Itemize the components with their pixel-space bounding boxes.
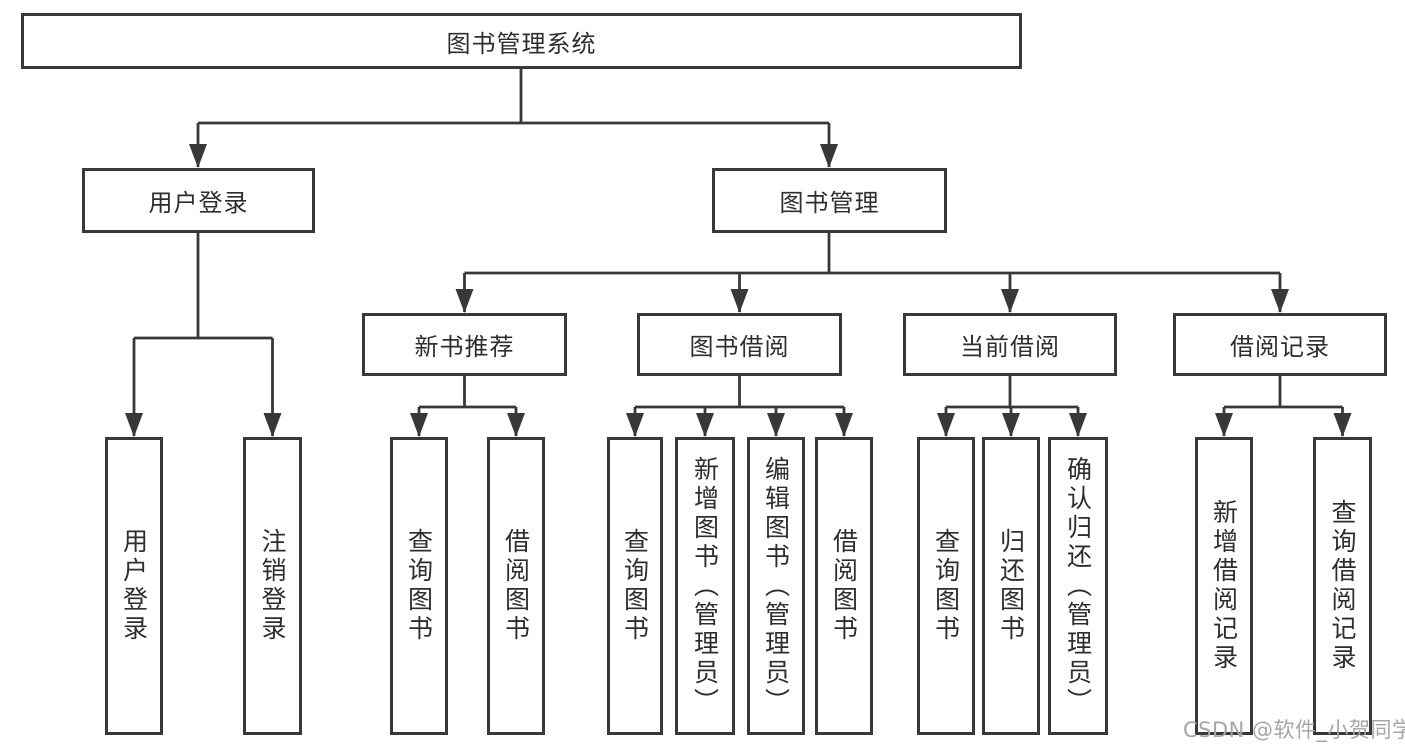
- leaf-borrow-books-recommend: 借阅图书: [487, 437, 545, 735]
- node-new-book-recommend: 新书推荐: [362, 313, 567, 376]
- leaf-edit-books-admin: 编辑图书（管理员）: [747, 437, 805, 735]
- node-label: 查询图书: [404, 528, 434, 644]
- leaf-query-borrow-record: 查询借阅记录: [1313, 437, 1372, 735]
- node-label: 借阅记录: [1230, 333, 1330, 361]
- node-label: 借阅图书: [501, 528, 531, 644]
- node-label: 注销登录: [258, 528, 287, 644]
- node-label: 用户登录: [148, 189, 249, 217]
- node-label: 新书推荐: [414, 333, 515, 361]
- leaf-add-borrow-record: 新增借阅记录: [1195, 437, 1253, 735]
- node-user-login-branch: 用户登录: [82, 168, 315, 233]
- node-label: 新增图书（管理员）: [690, 455, 720, 717]
- node-label: 查询借阅记录: [1328, 499, 1357, 673]
- leaf-confirm-return-admin: 确认归还（管理员）: [1048, 437, 1108, 735]
- leaf-add-books-admin: 新增图书（管理员）: [675, 437, 735, 735]
- leaf-logout: 注销登录: [243, 437, 302, 735]
- leaf-user-login: 用户登录: [105, 437, 163, 735]
- node-borrow-records: 借阅记录: [1173, 313, 1387, 376]
- node-label: 图书管理系统: [446, 29, 597, 58]
- node-label: 查询图书: [620, 528, 650, 644]
- node-label: 确认归还（管理员）: [1063, 455, 1093, 717]
- node-label: 当前借阅: [960, 333, 1060, 361]
- leaf-return-books: 归还图书: [982, 437, 1040, 735]
- node-current-borrow: 当前借阅: [903, 313, 1117, 376]
- leaf-query-books-current: 查询图书: [917, 437, 975, 735]
- csdn-watermark: CSDN @软件_小贺同学: [1183, 718, 1405, 742]
- node-label: 新增借阅记录: [1209, 499, 1239, 673]
- node-root-system: 图书管理系统: [21, 13, 1022, 69]
- node-label: 用户登录: [119, 528, 149, 644]
- leaf-borrow-books: 借阅图书: [815, 437, 873, 735]
- node-label: 借阅图书: [829, 528, 859, 644]
- node-label: 图书管理: [779, 189, 880, 217]
- node-label: 查询图书: [931, 528, 961, 644]
- node-label: 图书借阅: [689, 333, 790, 361]
- node-label: 编辑图书（管理员）: [761, 455, 791, 717]
- node-label: 归还图书: [996, 528, 1026, 644]
- leaf-query-books-borrow: 查询图书: [607, 437, 663, 735]
- node-book-borrow: 图书借阅: [637, 313, 842, 376]
- node-book-management-branch: 图书管理: [712, 168, 947, 233]
- leaf-query-books-recommend: 查询图书: [390, 437, 448, 735]
